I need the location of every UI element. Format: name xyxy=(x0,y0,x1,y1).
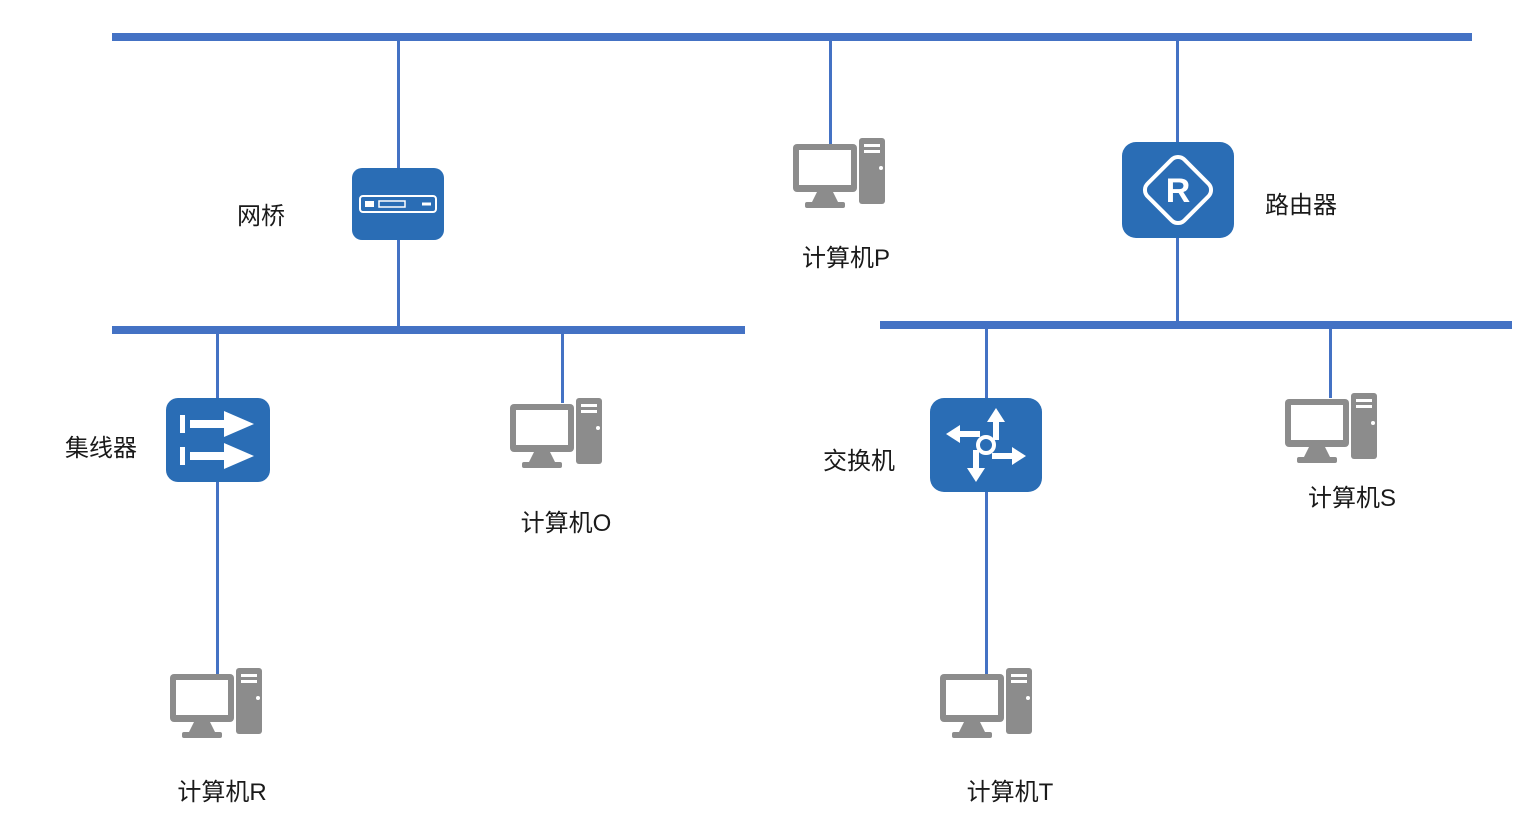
hub-computer-r-link-line xyxy=(216,478,219,674)
switch-icon xyxy=(930,398,1042,492)
bridge-label: 网桥 xyxy=(237,203,285,230)
computer-s-node xyxy=(1285,393,1385,471)
hub-uplink-line xyxy=(216,333,219,401)
bridge-node xyxy=(352,168,444,240)
computer-r-label: 计算机R xyxy=(177,779,267,806)
bridge-downlink-line xyxy=(397,238,400,328)
router-node: R xyxy=(1122,142,1234,238)
computer-s-label: 计算机S xyxy=(1307,485,1397,512)
switch-label: 交换机 xyxy=(823,448,895,475)
computer-t-label: 计算机T xyxy=(966,779,1054,806)
bridge-uplink-line xyxy=(397,41,400,171)
computer-t-node xyxy=(940,668,1040,746)
computer-icon xyxy=(1285,393,1377,463)
computer-o-node xyxy=(510,398,610,476)
computer-p-node xyxy=(793,138,893,216)
computer-r-node xyxy=(170,668,270,746)
switch-node xyxy=(930,398,1042,492)
router-downlink-line xyxy=(1176,236,1179,323)
computer-p-label: 计算机P xyxy=(801,245,891,272)
router-icon-letter: R xyxy=(1166,172,1191,210)
hub-node xyxy=(166,398,270,482)
switch-computer-t-link-line xyxy=(985,488,988,674)
computer-o-link-line xyxy=(561,333,564,403)
top-bus-line xyxy=(112,33,1472,41)
computer-icon xyxy=(170,668,262,738)
computer-o-label: 计算机O xyxy=(520,510,612,537)
bridge-icon xyxy=(352,168,444,240)
router-label: 路由器 xyxy=(1265,192,1337,219)
computer-icon xyxy=(940,668,1032,738)
switch-uplink-line xyxy=(985,328,988,402)
router-uplink-line xyxy=(1176,41,1179,146)
hub-icon xyxy=(166,398,270,482)
hub-label: 集线器 xyxy=(65,435,137,462)
left-segment-bus-line xyxy=(112,326,745,334)
computer-s-link-line xyxy=(1329,328,1332,398)
computer-icon xyxy=(510,398,602,468)
router-icon: R xyxy=(1122,142,1234,238)
computer-p-link-line xyxy=(829,41,832,146)
right-segment-bus-line xyxy=(880,321,1512,329)
computer-icon xyxy=(793,138,885,208)
